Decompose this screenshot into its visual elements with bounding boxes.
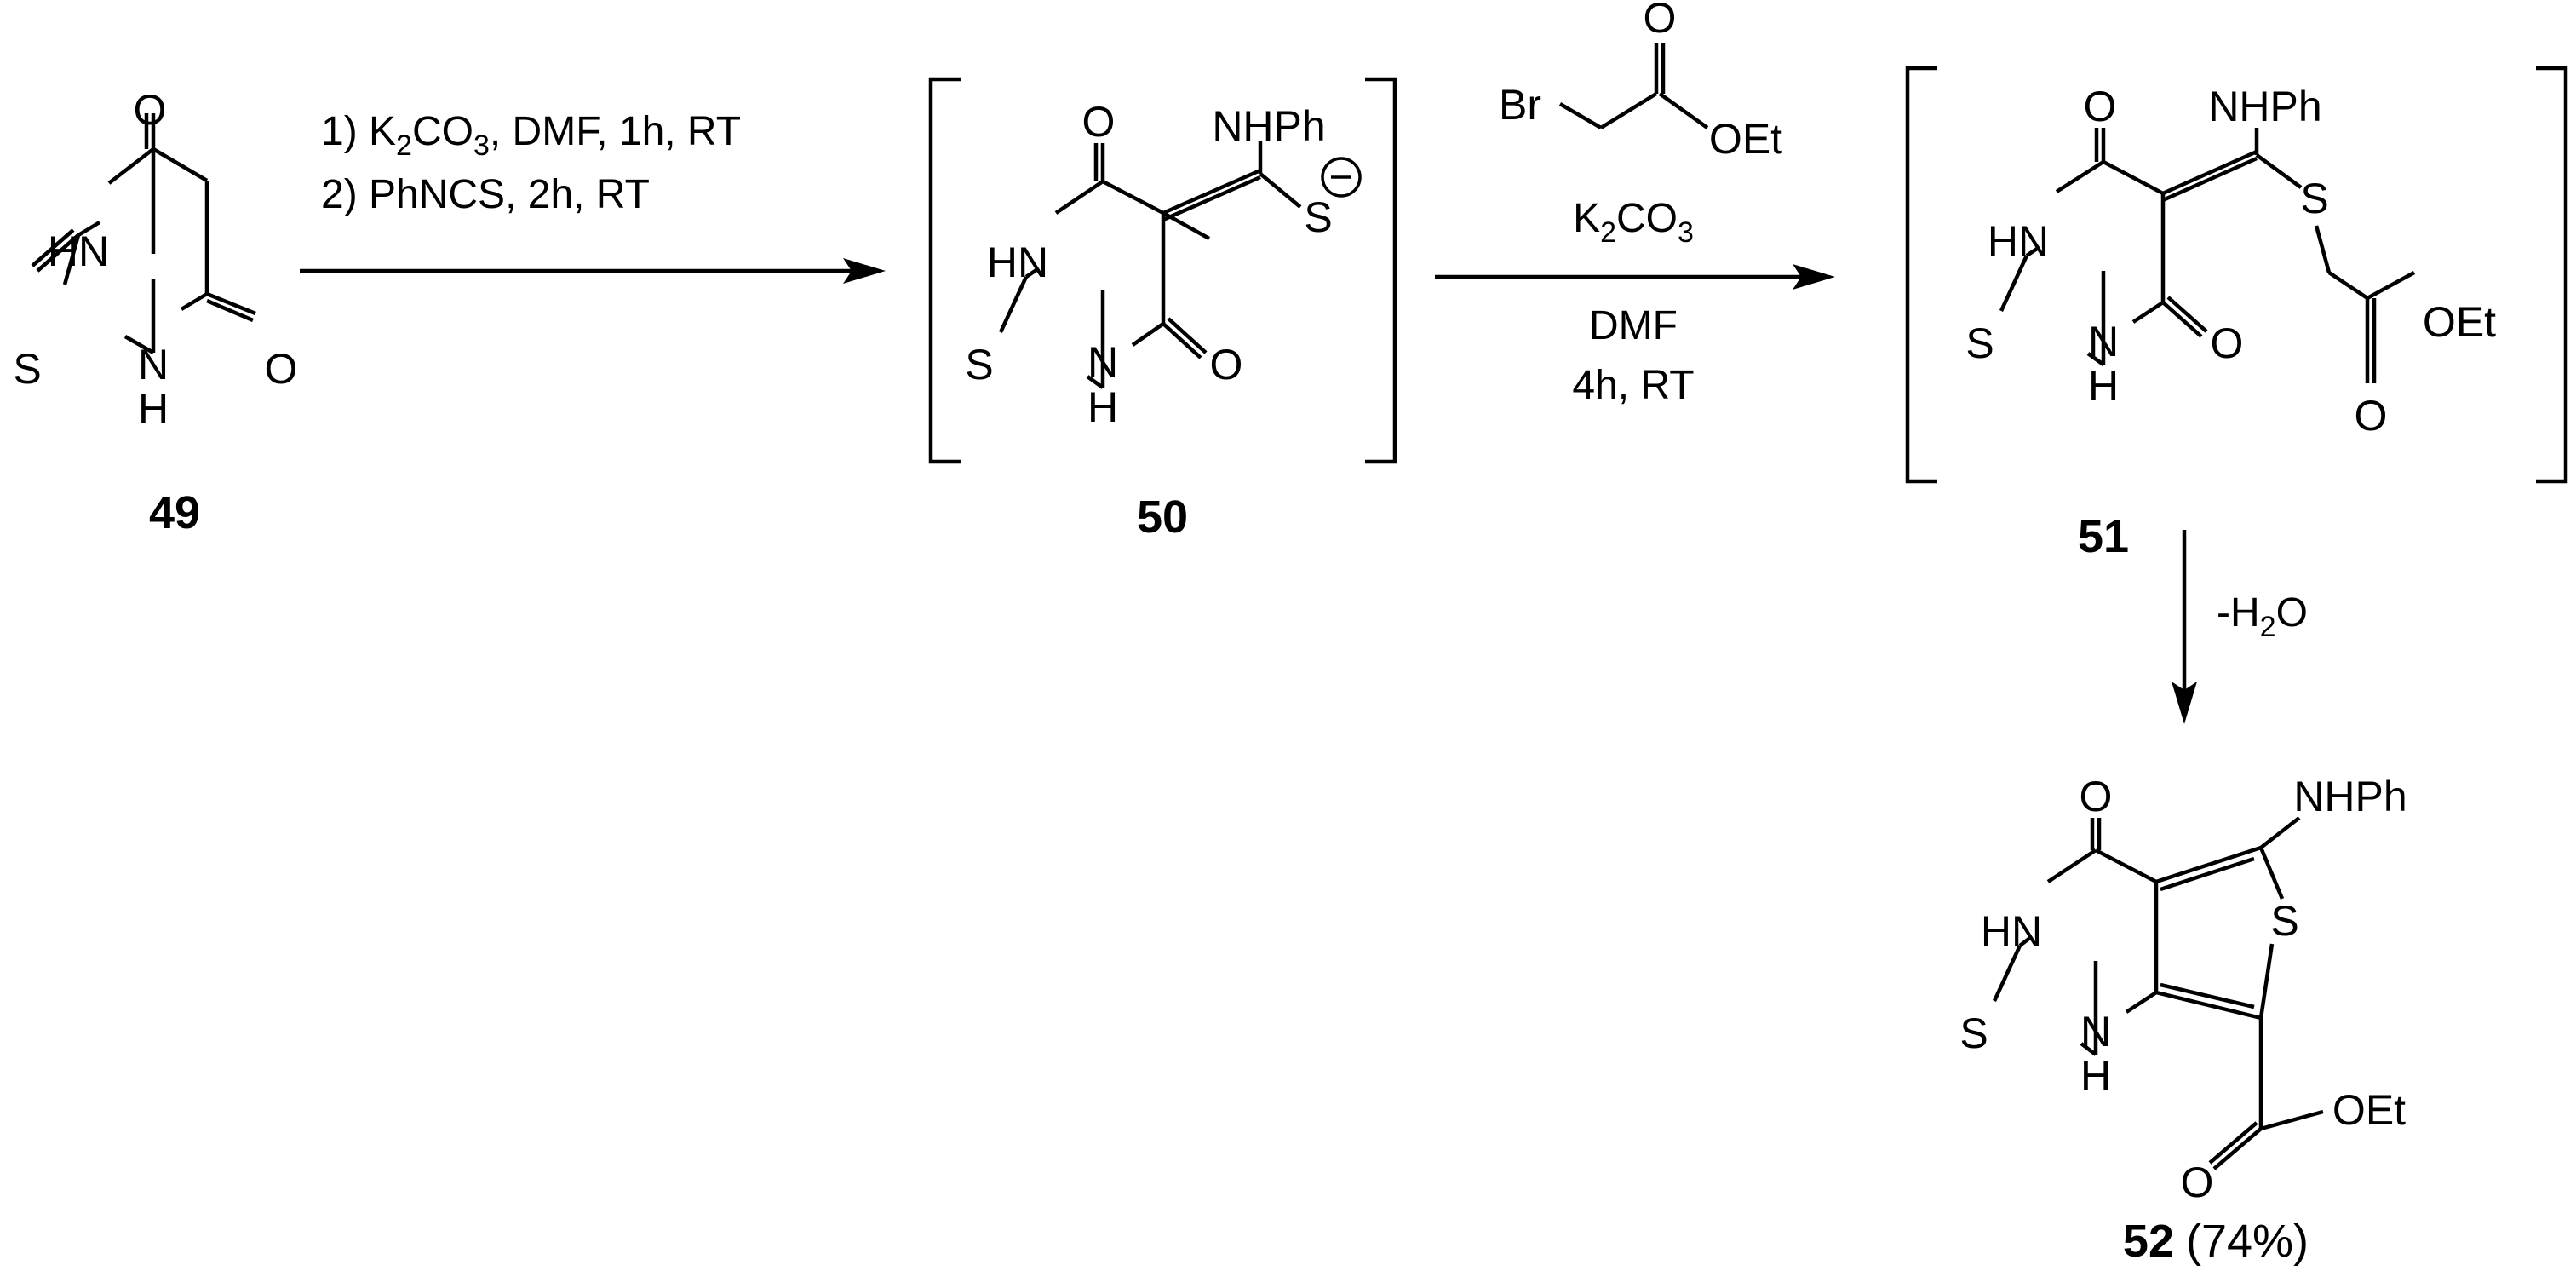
compound-50-bracket-left — [928, 77, 961, 464]
compound-52-thiophene-sulfur: S — [2270, 897, 2298, 945]
compound-52-carbonyl-oxygen: O — [2181, 1159, 2214, 1206]
reagent-ethoxy: OEt — [1709, 115, 1782, 163]
compound-51-nh-left: HN — [1988, 217, 2049, 265]
compound-51-bracket-left — [1905, 66, 1937, 484]
step2-time: 4h, RT — [1572, 363, 1694, 408]
compound-49-oxygen-top: O — [134, 86, 167, 134]
compound-51-oxygen-top: O — [2084, 83, 2117, 130]
step3-condition: -H2O — [2217, 590, 2308, 643]
compound-49-sulfur: S — [13, 345, 41, 393]
step2-base: K2CO3 — [1573, 196, 1694, 249]
compound-52-label: 52 — [2123, 1216, 2174, 1267]
compound-51-bonds — [1999, 128, 2416, 383]
reagent-bonds — [1558, 43, 1709, 129]
compound-50-charge-circle — [1321, 157, 1362, 198]
compound-51-nitrogen-bottom: N — [2088, 318, 2119, 365]
reaction-arrow-3 — [2172, 530, 2197, 724]
compound-51-bracket-right — [2536, 66, 2568, 484]
compound-51-oxygen-right: O — [2211, 319, 2244, 367]
compound-51-thioether-sulfur: S — [2300, 175, 2328, 222]
compound-51-ethoxy: OEt — [2423, 298, 2496, 346]
compound-49-label: 49 — [149, 487, 200, 538]
arrowhead-1 — [843, 258, 886, 284]
step2-solvent: DMF — [1589, 303, 1678, 348]
compound-50-nh-left: HN — [987, 239, 1048, 286]
compound-49-nh-left: HN — [48, 227, 109, 275]
compound-50-thiolate-sulfur: S — [1304, 193, 1332, 241]
compound-50-oxygen-top: O — [1082, 98, 1116, 146]
compound-52-nitrogen-bottom: N — [2080, 1008, 2111, 1055]
compound-51-sulfur: S — [1965, 319, 1994, 367]
reaction-arrow-2 — [1435, 264, 1835, 290]
compound-50: O NHPh S HN S N H O 50 — [928, 77, 1397, 543]
compound-50-sulfur: S — [965, 341, 993, 388]
compound-49-hydrogen-bottom: H — [138, 385, 169, 433]
compound-52-ethoxy: OEt — [2332, 1086, 2406, 1134]
compound-50-bonds — [998, 141, 1302, 389]
compound-49-nitrogen-bottom: N — [138, 341, 169, 388]
compound-52-nhph: NHPh — [2293, 773, 2407, 820]
compound-52-hydrogen-bottom: H — [2080, 1052, 2111, 1100]
compound-50-nitrogen-bottom: N — [1087, 338, 1118, 386]
reagent-carbonyl-oxygen: O — [1644, 0, 1677, 42]
compound-51-carbonyl-oxygen: O — [2355, 392, 2388, 440]
compound-50-hydrogen-bottom: H — [1087, 383, 1118, 431]
compound-51: O NHPh S HN OEt S N H O O 51 — [1905, 66, 2568, 562]
compound-51-nhph: NHPh — [2208, 83, 2321, 130]
compound-52-bonds — [1992, 816, 2324, 1170]
compound-50-bracket-right — [1365, 77, 1397, 464]
compound-52-oxygen-top: O — [2080, 773, 2113, 820]
compound-50-nhph: NHPh — [1212, 102, 1325, 150]
reagent-bromine: Br — [1499, 81, 1541, 129]
compound-51-hydrogen-bottom: H — [2088, 362, 2119, 410]
arrowhead-3 — [2172, 682, 2197, 724]
reagent-ethyl-bromoacetate: Br O OEt — [1499, 0, 1782, 163]
reaction-arrow-1 — [300, 258, 886, 284]
compound-49-oxygen-right: O — [265, 345, 298, 393]
compound-52: O NHPh S HN S N H OEt O 52 (74%) — [1959, 773, 2407, 1267]
compound-52-yield: (74%) — [2186, 1216, 2309, 1267]
compound-49-bonds — [31, 113, 256, 354]
step1-conditions-line2: 2) PhNCS, 2h, RT — [321, 172, 650, 217]
compound-52-sulfur: S — [1959, 1009, 1988, 1057]
step1-conditions-line1: 1) K2CO3, DMF, 1h, RT — [321, 109, 741, 162]
compound-52-nh-left: HN — [1981, 907, 2042, 955]
compound-50-label: 50 — [1137, 492, 1188, 543]
compound-49: O HN S N H O 49 — [13, 86, 297, 538]
compound-50-oxygen-right: O — [1210, 341, 1243, 388]
compound-51-label: 51 — [2078, 511, 2129, 562]
arrowhead-2 — [1793, 264, 1835, 290]
